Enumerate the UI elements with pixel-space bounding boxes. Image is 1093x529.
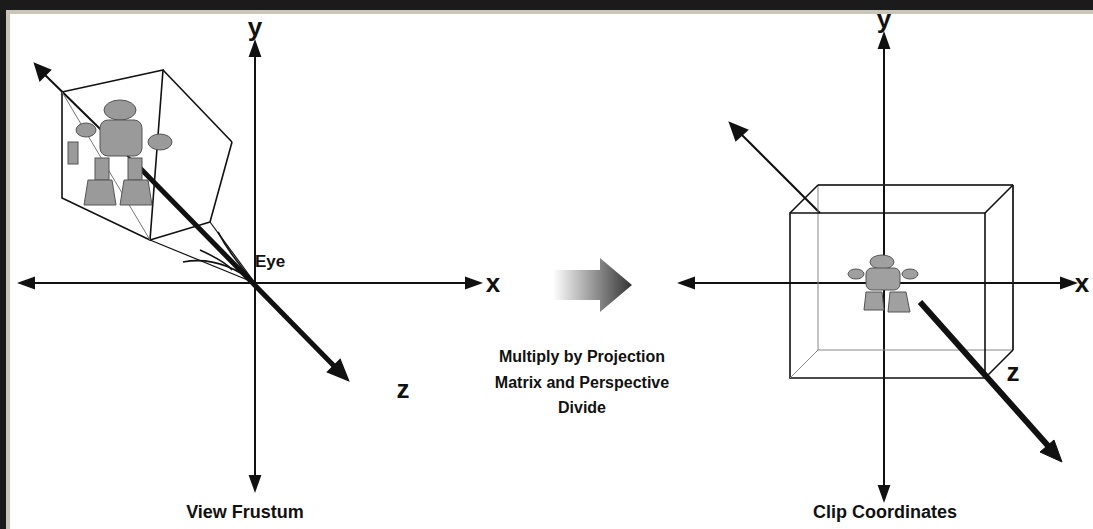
axis-label: x xyxy=(1075,268,1089,299)
axis-label: z xyxy=(1007,357,1020,388)
panel-ground xyxy=(6,10,1093,529)
axis-label: y xyxy=(248,12,262,43)
figure-caption: Clip Coordinates xyxy=(813,502,957,524)
axis-label: y xyxy=(877,4,891,35)
figure-caption: View Frustum xyxy=(186,502,304,524)
axis-label: z xyxy=(397,374,410,405)
axis-label: x xyxy=(486,268,500,299)
transform-note: Multiply by Projection Matrix and Perspe… xyxy=(487,344,677,421)
origin-label: Eye xyxy=(255,252,285,272)
